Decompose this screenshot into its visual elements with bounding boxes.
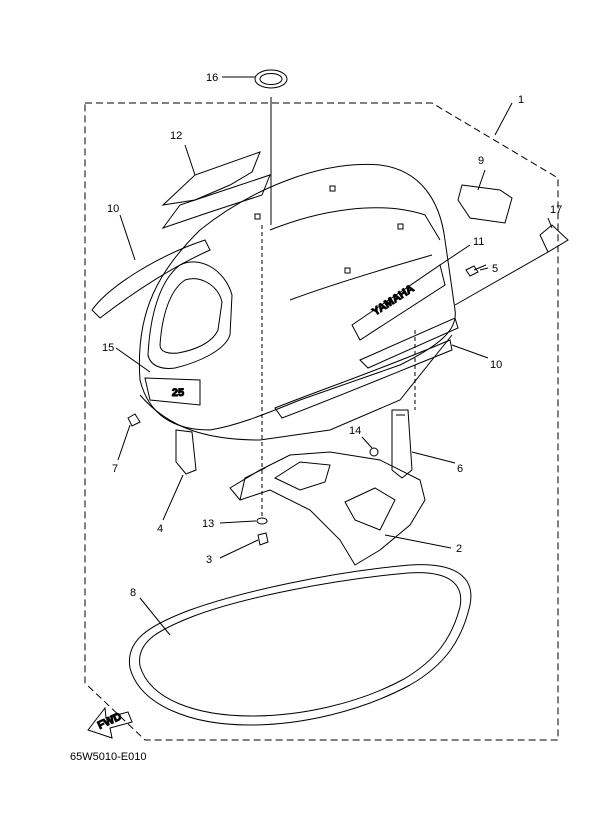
bolt-part-5 (465, 265, 479, 277)
callout-17: 17 (550, 204, 562, 216)
callout-7: 7 (112, 463, 118, 475)
callout-labels: 16 1 12 9 10 17 11 5 15 10 14 7 6 4 13 2… (102, 72, 562, 599)
lower-support-part-2 (229, 451, 426, 566)
callout-11: 11 (473, 236, 484, 248)
callout-12: 12 (170, 130, 182, 142)
callout-13: 13 (202, 518, 214, 530)
callout-10-left: 10 (107, 203, 119, 215)
bolt-part-3 (257, 532, 269, 546)
callout-8: 8 (130, 587, 136, 599)
forward-arrow-icon (87, 706, 133, 739)
callout-16: 16 (206, 72, 218, 84)
grommet-part (254, 69, 288, 89)
bracket-part-4 (175, 429, 197, 475)
callout-10-right: 10 (490, 359, 502, 371)
callout-15: 15 (102, 342, 114, 354)
air-intake-opening (147, 261, 233, 369)
washer-part-13 (256, 517, 268, 525)
nut-part-14 (369, 447, 379, 457)
decal-part-10-left (91, 239, 211, 319)
callout-4: 4 (157, 523, 163, 535)
callout-5: 5 (492, 263, 498, 275)
callout-2: 2 (456, 543, 462, 555)
decal-part-12 (161, 151, 261, 206)
callout-1: 1 (518, 94, 524, 106)
top-cowling (138, 163, 456, 431)
seal-part-8 (128, 564, 472, 726)
callout-14: 14 (349, 425, 361, 437)
screw-part-7 (127, 413, 141, 427)
decal-part-17 (539, 224, 569, 253)
brand-logo-text: YAMAHA (370, 283, 416, 319)
drawing-code: 65W5010-E010 (70, 751, 146, 763)
callout-9: 9 (478, 155, 484, 167)
decal-part-10-right (274, 339, 453, 419)
callout-3: 3 (206, 554, 212, 566)
model-mark-text: 25 (172, 387, 184, 399)
assembly-boundary (84, 102, 559, 741)
callout-6: 6 (457, 463, 463, 475)
decal-part-9 (457, 184, 513, 224)
